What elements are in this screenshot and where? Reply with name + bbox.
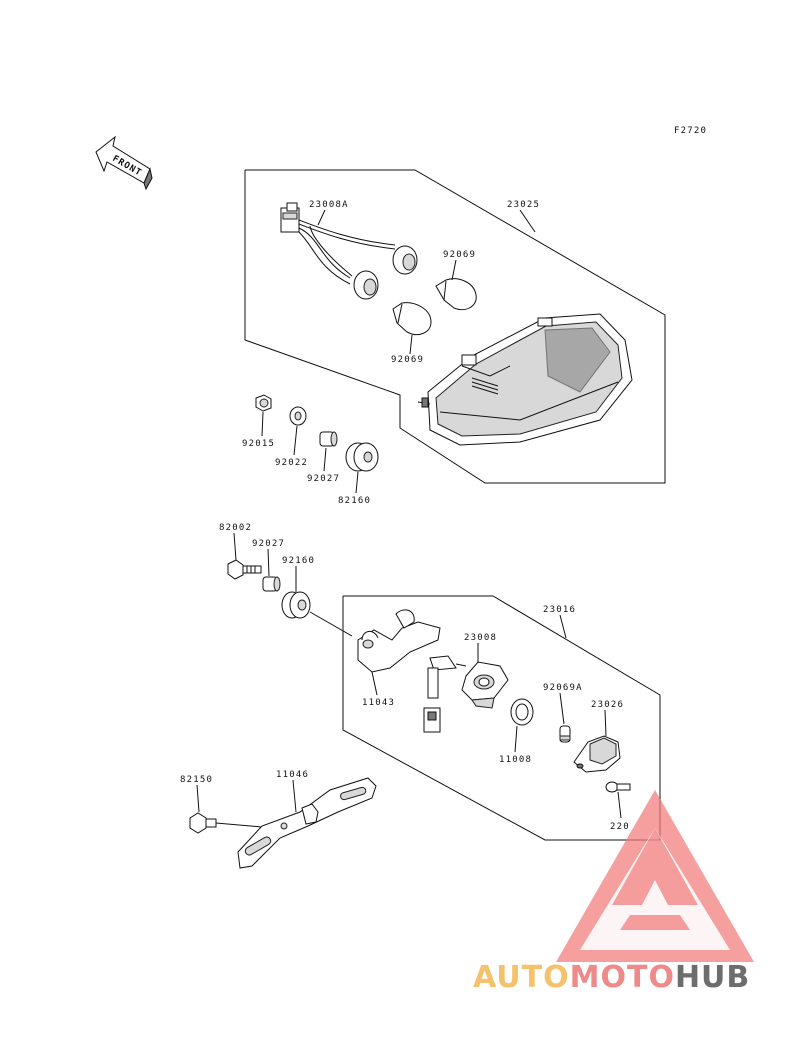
part-label-11043: 11043 <box>362 698 395 708</box>
part-label-92069A: 92069A <box>543 683 583 693</box>
nut-92015 <box>255 394 272 412</box>
watermark-hub: HUB <box>674 960 751 995</box>
bracket-11043 <box>357 609 441 673</box>
part-label-82160: 82160 <box>338 496 371 506</box>
part-label-92027-a: 92027 <box>307 474 340 484</box>
upper-assembly-frame <box>244 169 666 484</box>
watermark-logo <box>556 790 754 962</box>
part-label-23016: 23016 <box>543 605 576 615</box>
watermark-moto: MOTO <box>569 960 675 995</box>
part-label-92015: 92015 <box>242 439 275 449</box>
bolt-82002 <box>227 559 262 580</box>
bulb-92069A <box>559 725 571 743</box>
part-label-82002: 82002 <box>219 523 252 533</box>
lower-assembly-frame <box>342 595 661 841</box>
bracket-11046 <box>237 777 377 869</box>
part-label-92022: 92022 <box>275 458 308 468</box>
part-label-220: 220 <box>610 822 630 832</box>
part-label-11008: 11008 <box>499 755 532 765</box>
part-label-82150: 82150 <box>180 775 213 785</box>
part-label-23008: 23008 <box>464 633 497 643</box>
watermark-auto: AUTO <box>473 960 570 995</box>
front-arrow-icon: FRONT <box>95 135 153 191</box>
washer-92022 <box>289 406 307 426</box>
part-label-23008A: 23008A <box>309 200 349 210</box>
part-label-23026: 23026 <box>591 700 624 710</box>
part-label-92027-b: 92027 <box>252 539 285 549</box>
collar-92027-lower <box>262 576 281 592</box>
part-label-11046: 11046 <box>276 770 309 780</box>
lens-23026 <box>573 735 621 773</box>
part-label-92069-bot: 92069 <box>391 355 424 365</box>
collar-92027-upper <box>319 431 338 447</box>
socket-23008 <box>423 655 509 733</box>
seal-11008 <box>510 698 534 726</box>
screw-220 <box>605 781 631 793</box>
part-label-92069-top: 92069 <box>443 250 476 260</box>
tail-lamp-housing <box>417 313 633 446</box>
wiring-harness <box>280 202 418 300</box>
bulb-lower <box>392 302 432 336</box>
part-label-92160: 92160 <box>282 556 315 566</box>
grommet-92160 <box>281 591 311 619</box>
figure-code: F2720 <box>674 126 707 136</box>
part-label-23025: 23025 <box>507 200 540 210</box>
watermark-text: AUTOMOTOHUB <box>473 960 793 1004</box>
bulb-upper <box>435 278 477 311</box>
grommet-82160 <box>345 442 379 472</box>
bolt-82150 <box>189 812 217 834</box>
